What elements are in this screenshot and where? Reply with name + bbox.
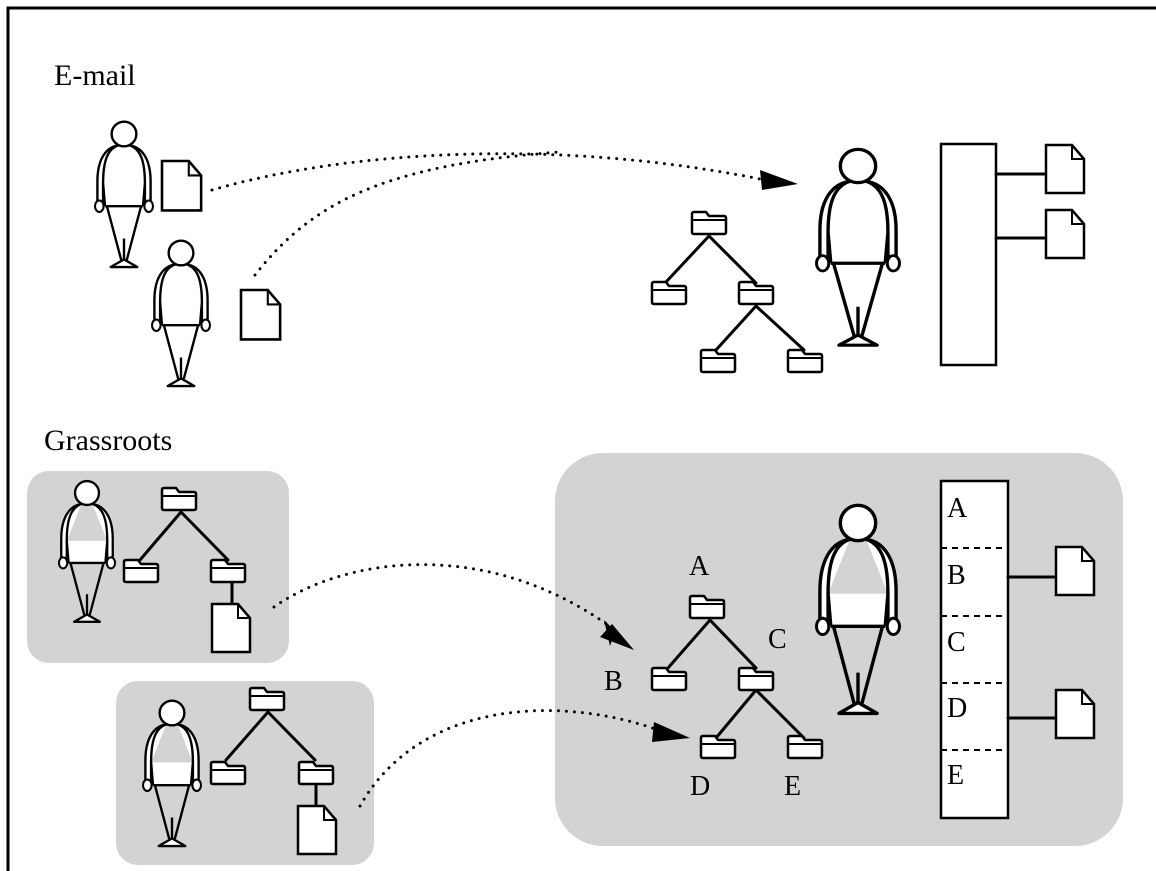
person-icon xyxy=(93,120,155,269)
folder-icon xyxy=(699,348,737,374)
document-icon xyxy=(296,804,338,856)
person-icon xyxy=(150,239,212,388)
mailbox xyxy=(939,142,1086,367)
section-label-email: E-mail xyxy=(54,59,136,92)
panel-folder-tree xyxy=(209,686,338,856)
tree-label-a: A xyxy=(689,551,710,582)
folder-icon xyxy=(650,280,688,306)
outer-frame xyxy=(6,6,1156,871)
section-label-grassroots: Grassroots xyxy=(44,424,172,457)
folder-icon xyxy=(690,210,728,236)
dotted-arrow xyxy=(210,152,767,192)
arrowhead-icon xyxy=(600,624,634,650)
dotted-arrow xyxy=(272,563,610,627)
arrowhead-icon xyxy=(652,722,690,742)
index-row-label: C xyxy=(947,627,966,658)
folder-icon xyxy=(297,760,335,786)
arrowhead-icon xyxy=(760,170,798,190)
document-icon xyxy=(160,159,203,212)
folder-icon xyxy=(688,594,726,620)
folder-icon xyxy=(209,760,247,786)
shared-folder-tree: A B C D E xyxy=(604,551,824,802)
dotted-arrow xyxy=(358,709,660,808)
index-row-label: D xyxy=(947,693,967,724)
folder-icon xyxy=(786,348,824,374)
tree-label-b: B xyxy=(604,666,623,697)
tree-label-c: C xyxy=(768,624,787,655)
person-icon xyxy=(814,147,902,347)
folder-icon xyxy=(699,734,737,760)
document-icon xyxy=(1044,143,1086,195)
document-icon xyxy=(1044,208,1086,260)
email-folder-tree xyxy=(650,210,824,374)
panel-folder-tree xyxy=(122,486,252,654)
document-icon xyxy=(1054,545,1096,597)
folder-icon xyxy=(248,686,286,712)
tree-label-e: E xyxy=(784,771,801,802)
dotted-arrow xyxy=(253,150,562,277)
document-icon xyxy=(210,602,252,654)
folder-icon xyxy=(786,734,824,760)
index-row-label: A xyxy=(947,493,968,524)
folder-icon xyxy=(650,666,688,692)
document-icon xyxy=(239,288,282,341)
tree-label-d: D xyxy=(690,771,710,802)
folder-icon xyxy=(737,666,775,692)
folder-icon xyxy=(122,558,160,584)
shared-index: A B C D E xyxy=(939,479,1096,820)
index-row-label: B xyxy=(947,560,966,591)
document-icon xyxy=(1054,688,1096,740)
index-row-label: E xyxy=(947,760,964,791)
folder-icon xyxy=(209,558,247,584)
folder-icon xyxy=(160,486,198,512)
folder-icon xyxy=(737,280,775,306)
